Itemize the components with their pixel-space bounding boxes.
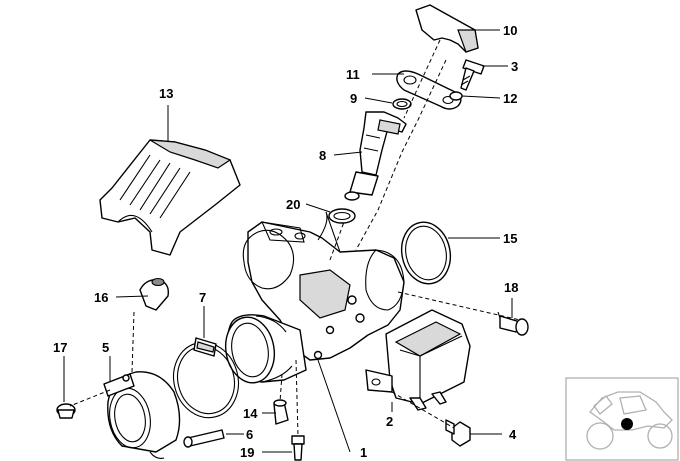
part-5-rubber-sleeve[interactable] (103, 371, 181, 459)
callout-7: 7 (199, 290, 206, 305)
intake-rubber-boot[interactable] (221, 313, 307, 386)
callout-17: 17 (53, 340, 67, 355)
callout-18: 18 (504, 280, 518, 295)
part-6-screw[interactable] (183, 429, 225, 448)
part-2-control-unit[interactable] (365, 309, 471, 411)
callout-1: 1 (360, 445, 367, 460)
assembly-dashed-lines (69, 39, 521, 437)
location-marker (621, 418, 633, 430)
part-14-cap[interactable] (273, 399, 289, 425)
part-4-bolt[interactable] (445, 419, 471, 447)
callout-labels: 10 3 11 9 12 13 8 20 15 18 16 7 17 5 14 … (53, 23, 518, 460)
callout-4: 4 (509, 427, 517, 442)
callout-13: 13 (159, 86, 173, 101)
callout-2: 2 (386, 414, 393, 429)
callout-8: 8 (319, 148, 326, 163)
callout-11: 11 (346, 67, 360, 82)
part-12-o-ring[interactable] (449, 91, 463, 101)
callout-15: 15 (503, 231, 517, 246)
part-17-plug[interactable] (56, 403, 76, 419)
part-20-o-ring[interactable] (328, 208, 356, 224)
part-18-screw[interactable] (497, 311, 529, 336)
part-11-mounting-plate[interactable] (396, 70, 462, 110)
part-16-sensor[interactable] (139, 277, 170, 311)
motorcycle-location-icon (565, 377, 679, 461)
part-8-sensor[interactable] (344, 111, 407, 201)
part-9-o-ring[interactable] (392, 98, 412, 110)
callout-20: 20 (286, 197, 300, 212)
part-7-hose-clamp[interactable] (165, 335, 246, 425)
part-3-screw[interactable] (460, 59, 485, 91)
part-19-screw[interactable] (291, 435, 305, 461)
callout-14: 14 (243, 406, 258, 421)
callout-12: 12 (503, 91, 517, 106)
callout-9: 9 (350, 91, 357, 106)
callout-5: 5 (102, 340, 109, 355)
callout-16: 16 (94, 290, 108, 305)
part-15-large-o-ring[interactable] (396, 218, 456, 289)
callout-19: 19 (240, 445, 254, 460)
callout-6: 6 (246, 427, 253, 442)
leader-lines (63, 29, 513, 453)
callout-3: 3 (511, 59, 518, 74)
callout-10: 10 (503, 23, 517, 38)
part-13-air-duct-cover[interactable] (99, 139, 241, 256)
part-10-bracket[interactable] (415, 4, 479, 53)
